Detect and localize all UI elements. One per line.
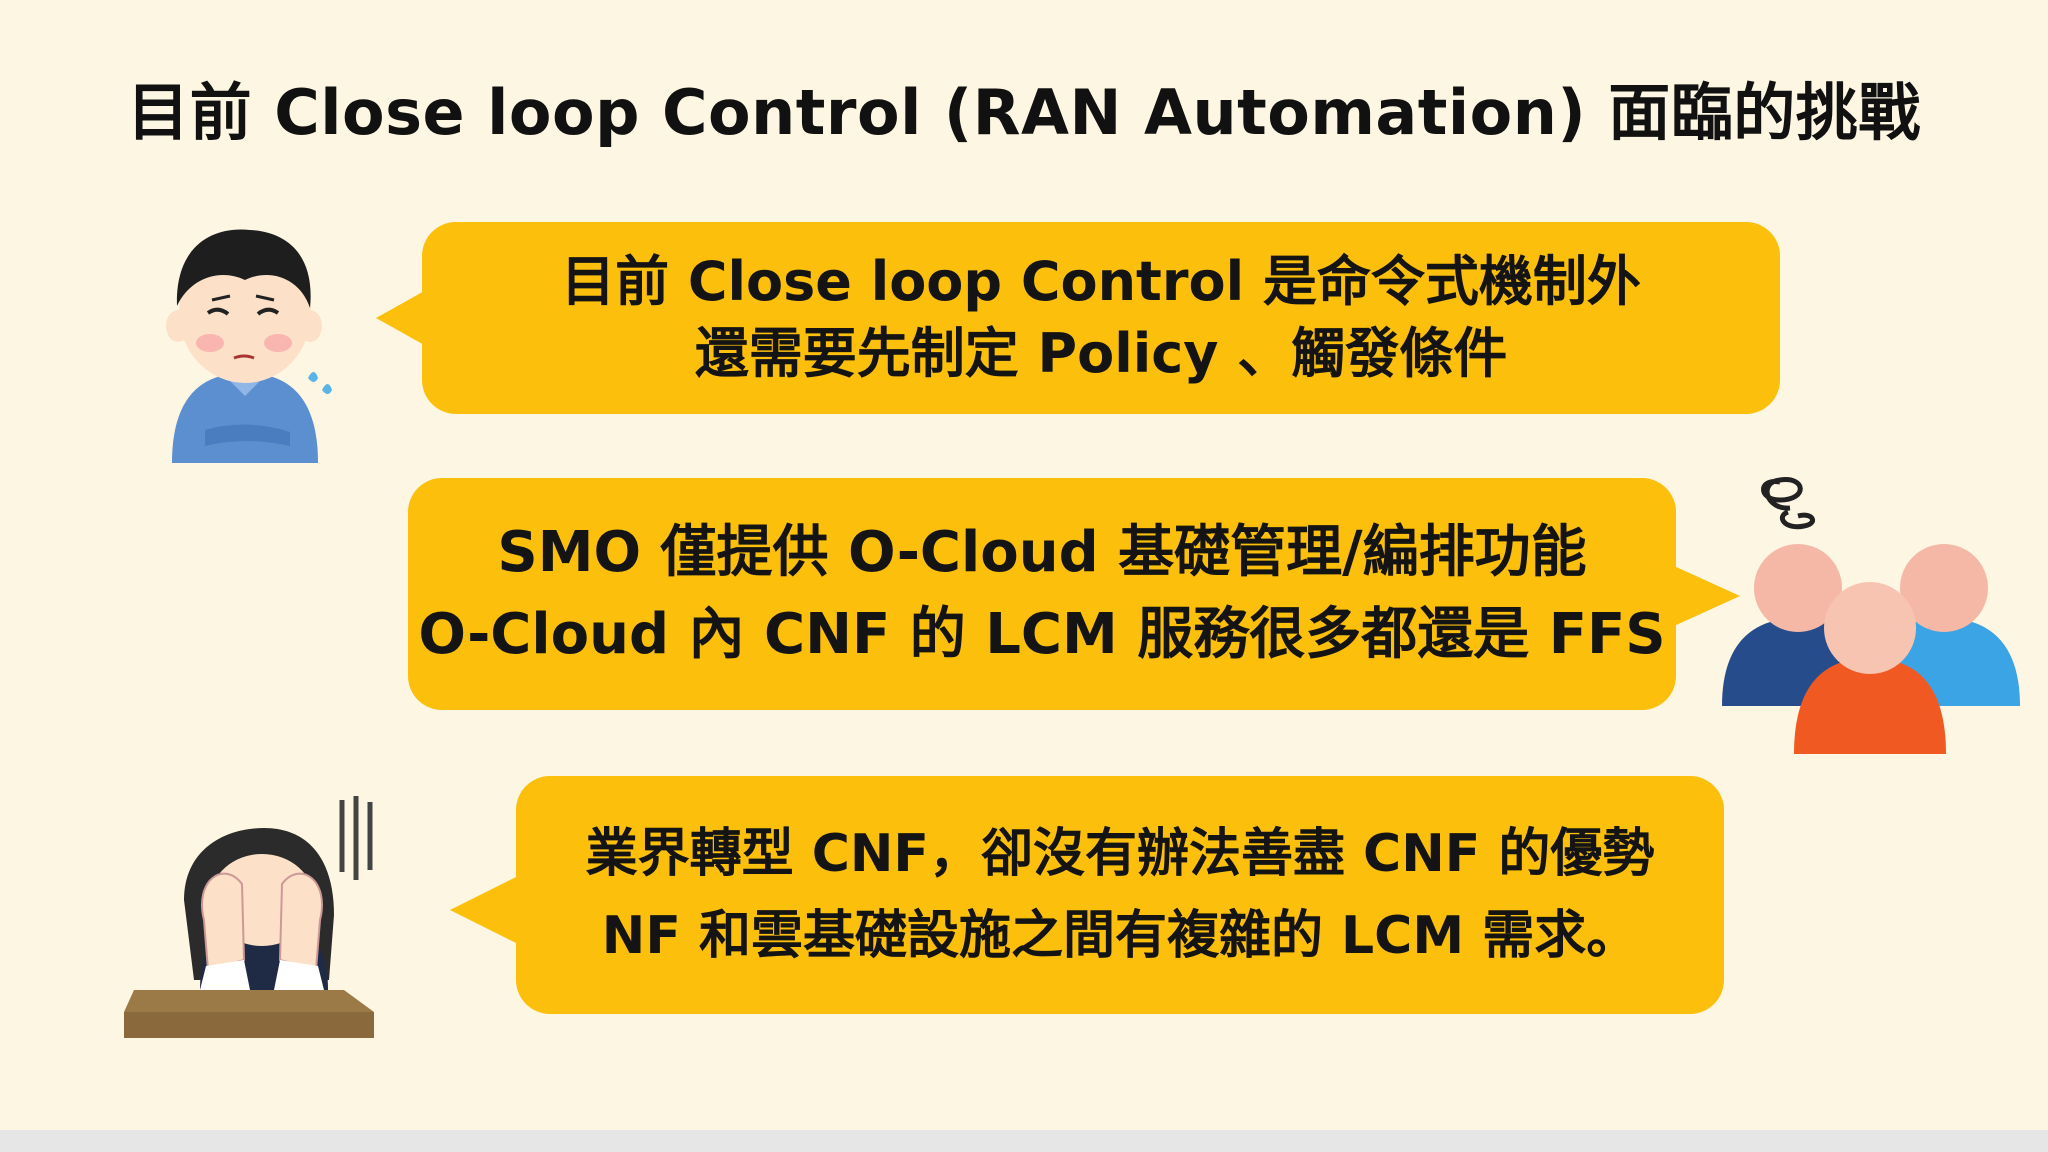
bottom-bar bbox=[0, 1130, 2048, 1152]
bubble-tail bbox=[450, 876, 518, 944]
challenge-bubble-1: 目前 Close loop Control 是命令式機制外 還需要先制定 Pol… bbox=[422, 222, 1780, 414]
challenge-bubble-2: SMO 僅提供 O-Cloud 基礎管理/編排功能 O-Cloud 內 CNF … bbox=[408, 478, 1676, 710]
bubble-line: 業界轉型 CNF，卻沒有辦法善盡 CNF 的優勢 bbox=[585, 824, 1655, 884]
confused-group-icon bbox=[1722, 477, 2020, 754]
bubble-line: SMO 僅提供 O-Cloud 基礎管理/編排功能 bbox=[497, 520, 1587, 585]
bubble-tail bbox=[1674, 566, 1740, 626]
despair-person-icon bbox=[124, 796, 374, 1038]
challenge-bubble-3: 業界轉型 CNF，卻沒有辦法善盡 CNF 的優勢 NF 和雲基礎設施之間有複雜的… bbox=[516, 776, 1724, 1014]
bubble-line: 目前 Close loop Control 是命令式機制外 bbox=[561, 250, 1641, 313]
bubble-tail bbox=[376, 290, 426, 346]
slide-title: 目前 Close loop Control (RAN Automation) 面… bbox=[127, 76, 1921, 149]
bubble-line: NF 和雲基礎設施之間有複雜的 LCM 需求。 bbox=[601, 906, 1639, 966]
bubble-line: O-Cloud 內 CNF 的 LCM 服務很多都還是 FFS bbox=[418, 602, 1666, 667]
bubble-line: 還需要先制定 Policy 、觸發條件 bbox=[694, 322, 1508, 385]
worried-man-icon bbox=[166, 229, 332, 463]
